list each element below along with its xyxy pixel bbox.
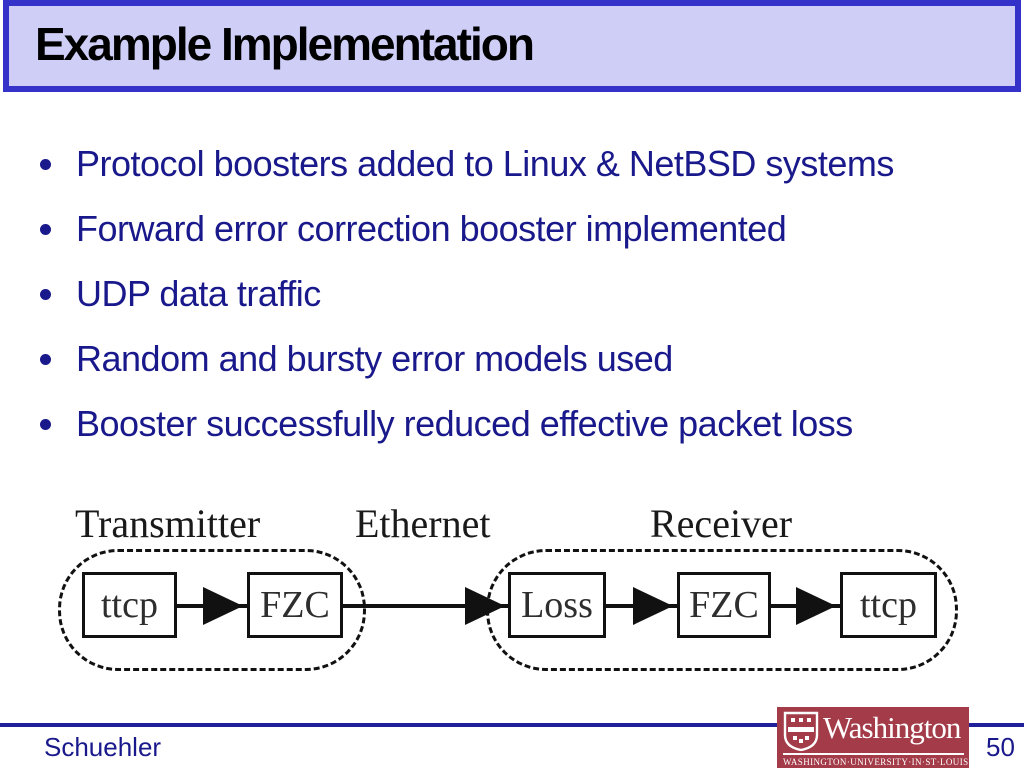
node-fzc-transmitter: FZC <box>247 572 343 638</box>
connector-line <box>177 604 247 608</box>
bullet-text: UDP data traffic <box>76 273 321 314</box>
bullet-list: Protocol boosters added to Linux & NetBS… <box>38 145 988 470</box>
page-number: 50 <box>986 732 1015 762</box>
bullet-item: UDP data traffic <box>38 275 988 313</box>
connector-line <box>606 604 677 608</box>
washu-logo: Washington WASHINGTON·UNIVERSITY·IN·ST·L… <box>777 707 969 768</box>
bullet-dot-icon <box>40 289 51 300</box>
bullet-text: Random and bursty error models used <box>76 338 673 379</box>
node-fzc-receiver: FZC <box>677 572 771 638</box>
bullet-text: Protocol boosters added to Linux & NetBS… <box>76 143 894 184</box>
bullet-item: Booster successfully reduced effective p… <box>38 405 988 443</box>
node-ttcp-transmitter: ttcp <box>82 572 177 638</box>
connector-line <box>771 604 840 608</box>
washu-logo-name: Washington <box>823 710 961 745</box>
arrowhead-right-icon <box>633 587 673 625</box>
bullet-text: Forward error correction booster impleme… <box>76 208 787 249</box>
bullet-dot-icon <box>40 224 51 235</box>
bullet-item: Random and bursty error models used <box>38 340 988 378</box>
node-loss: Loss <box>508 572 606 638</box>
washu-logo-tagline: WASHINGTON·UNIVERSITY·IN·ST·LOUIS <box>783 753 968 767</box>
washu-shield-icon <box>783 711 819 751</box>
washu-logo-row: Washington <box>783 711 964 751</box>
bullet-dot-icon <box>40 419 51 430</box>
diagram-label-ethernet: Ethernet <box>355 501 491 546</box>
bullet-item: Protocol boosters added to Linux & NetBS… <box>38 145 988 183</box>
slide-title: Example Implementation <box>35 18 535 70</box>
diagram-label-receiver: Receiver <box>650 501 793 546</box>
node-ttcp-receiver: ttcp <box>840 572 937 638</box>
bullet-text: Booster successfully reduced effective p… <box>76 403 853 444</box>
bullet-item: Forward error correction booster impleme… <box>38 210 988 248</box>
diagram-label-transmitter: Transmitter <box>75 501 261 546</box>
receiver-group-outline <box>486 549 958 671</box>
arrowhead-right-icon <box>465 587 505 625</box>
bullet-dot-icon <box>40 354 51 365</box>
title-bar: Example Implementation <box>3 0 1021 92</box>
bullet-dot-icon <box>40 159 51 170</box>
connector-line-ethernet <box>343 604 508 608</box>
transmitter-group-outline <box>58 549 366 671</box>
arrowhead-right-icon <box>796 587 836 625</box>
footer-author: Schuehler <box>44 732 162 762</box>
footer-divider <box>0 723 1024 727</box>
arrowhead-right-icon <box>203 587 243 625</box>
